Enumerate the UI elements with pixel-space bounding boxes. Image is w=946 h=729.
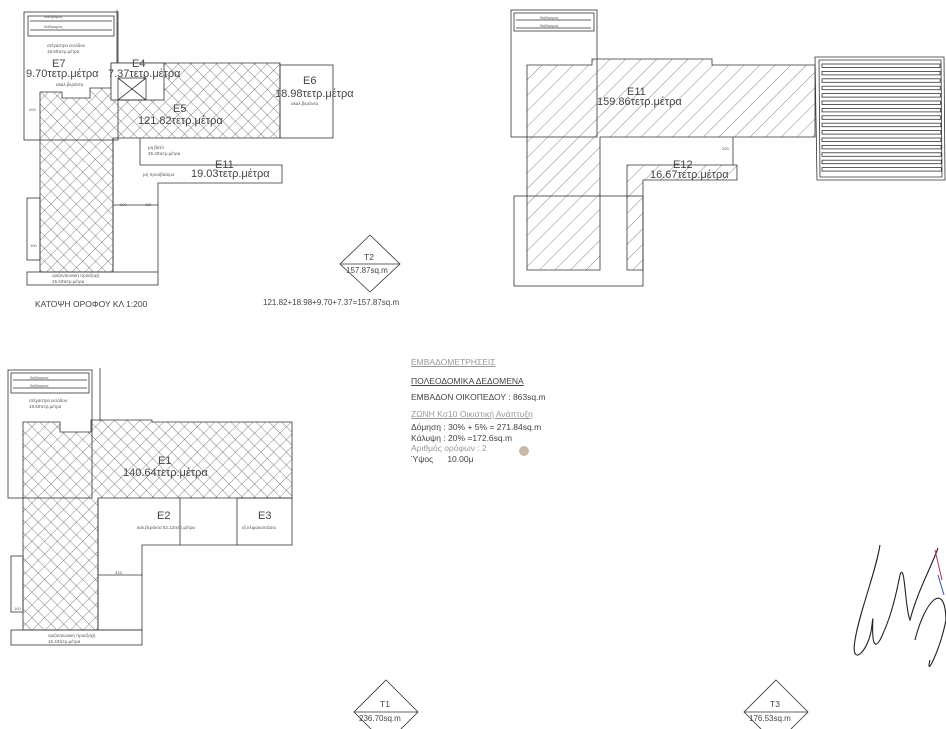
solar-panel-row — [821, 108, 941, 113]
zone: ΖΩΝΗ Κσ10 Οικιστική Ανάπτυξη — [411, 409, 533, 419]
dimension: 100 — [14, 606, 21, 611]
projection-area: 15.43τετρ.μέτρα — [48, 639, 81, 644]
ground-floor-plan — [7, 368, 293, 646]
t2-formula: 121.82+18.98+9.70+7.37=157.87sq.m — [263, 298, 400, 307]
room-e6-area: 18.98τετρ.μέτρα — [275, 88, 354, 100]
info-heading-planning: ΠΟΛΕΟΔΟΜΙΚΑ ΔΕΔΟΜΕΝΑ — [411, 376, 524, 386]
height: Ύψος 10.00μ — [411, 454, 474, 464]
room-e2-id: E2 — [157, 510, 171, 522]
hatched-area-e12 — [626, 164, 738, 271]
room-e12-area: 16.67τετρ.μέτρα — [650, 169, 729, 181]
solar-panel-row — [821, 152, 942, 157]
stain-dot — [519, 446, 529, 456]
solar-panel-row — [821, 78, 941, 83]
projection-label: οριζοντιωνική προεξοχή — [48, 633, 96, 638]
hatched-area-e11 — [526, 58, 816, 271]
t3-value: 176.53sq.m — [749, 714, 791, 723]
solar-panel-row — [821, 93, 941, 98]
stairs-label: διάδρομος — [30, 383, 49, 388]
terrace-label: μη βατό — [148, 145, 164, 150]
solar-panel-row — [821, 71, 941, 76]
porch-label: στέγαστρο εισόδου — [47, 43, 86, 48]
room-e12-id: E12 — [673, 159, 693, 171]
floors: Αριθμός ορόφων : 2 — [411, 443, 487, 453]
stairs-label: διάδρομος — [30, 375, 49, 380]
e6-box — [279, 64, 334, 139]
elevator-shaft — [117, 77, 147, 101]
stairs-label: διάδρομος — [540, 15, 559, 20]
projection-box — [26, 271, 159, 286]
room-e11-area: 159.86τετρ.μέτρα — [597, 96, 682, 108]
solar-panel-row — [821, 85, 941, 91]
porch-area: 19.50τετρ.μέτρα — [47, 49, 80, 54]
solar-panel-row — [821, 137, 942, 142]
porch-area: 19.50τετρ.μέτρα — [29, 404, 62, 409]
stairs-label: διάδρομος — [44, 24, 63, 29]
solar-panel-row — [821, 167, 942, 172]
room-e4-id: E4 — [132, 58, 146, 70]
t2-label: T2 — [364, 252, 374, 262]
t3-label: T3 — [770, 699, 780, 709]
e3-box — [236, 497, 293, 546]
room-e3-label: εξ.κλιμακοστάσιο — [242, 525, 277, 530]
dimension: 115 — [145, 202, 152, 207]
stairs-label: διάδρομος — [44, 14, 63, 19]
total-t2-diamond — [339, 234, 401, 293]
room-e7-note: ακαλ.βεράντα — [56, 82, 84, 87]
projection-area: 15.43τετρ.μέτρα — [52, 279, 85, 284]
solar-panel-row — [821, 122, 942, 128]
room-e5-id: E5 — [173, 103, 187, 115]
room-e5-area: 121.82τετρ.μέτρα — [138, 115, 223, 127]
signature — [853, 544, 946, 667]
room-e11-id: E11 — [215, 159, 234, 171]
room-e11-area: 19.03τετρ.μέτρα — [191, 168, 270, 180]
dimension: 315 — [115, 570, 122, 575]
room-e7-id: E7 — [52, 58, 66, 70]
plan-title: ΚΑΤΟΨΗ ΟΡΟΦΟΥ ΚΛ 1:200 — [35, 299, 148, 309]
t1-label: T1 — [380, 699, 390, 709]
solar-panel-row — [821, 63, 941, 68]
plot-area: ΕΜΒΑΔΟΝ ΟΙΚΟΠΕΔΟΥ : 863sq.m — [411, 392, 546, 402]
projection-label: οριζοντιωνική προεξοχή — [52, 273, 100, 278]
room-e11-id: E11 — [627, 86, 646, 98]
info-heading-areas: ΕΜΒΑΔΟΜΕΤΡΗΣΕΙΣ — [411, 357, 496, 367]
dimension: 200 — [29, 107, 36, 112]
porch-label: στέγαστρο εισόδου — [29, 398, 68, 403]
total-t3-diamond — [743, 679, 809, 729]
roof-plan — [510, 9, 946, 287]
terrace-area: 35.40τετρ.μέτρα — [148, 151, 181, 156]
stairs — [27, 15, 115, 37]
dimension: 200 — [722, 146, 729, 151]
room-e11-note: μη προσβάσιμο — [143, 172, 175, 177]
first-floor-plan — [23, 10, 334, 286]
stairs-label: διάδρομος — [540, 23, 559, 28]
room-e3-id: E3 — [258, 510, 272, 522]
t2-value: 157.87sq.m — [346, 266, 388, 275]
solar-panel-row — [821, 100, 941, 105]
t1-value: 236.70sq.m — [359, 714, 401, 723]
building-ratio: Δόμηση : 30% + 5% = 271.84sq.m — [411, 422, 542, 432]
dimension: 300 — [120, 202, 127, 207]
room-e6-note: ακαλ.βεράντα — [291, 101, 319, 106]
solar-panels — [814, 56, 946, 181]
solar-panel-row — [821, 115, 942, 120]
dimension: 100 — [30, 243, 37, 248]
total-t1-diamond — [353, 679, 419, 729]
solar-panel-row — [821, 159, 942, 165]
room-e7-area: 9.70τετρ.μέτρα — [26, 68, 99, 80]
room-e4-area: 7.37τετρ.μέτρα — [108, 68, 181, 80]
room-e2-area: καλ.βεράντα 52.12τετρ.μέτρα — [137, 525, 196, 530]
coverage: Κάλυψη : 20% =172.6sq.m — [411, 433, 513, 443]
solar-panel-row — [821, 144, 942, 150]
room-e1-id: E1 — [158, 455, 172, 467]
room-e6-id: E6 — [303, 75, 317, 87]
solar-panel-row — [821, 130, 942, 135]
room-e1-area: 140.64τετρ.μέτρα — [123, 467, 208, 479]
